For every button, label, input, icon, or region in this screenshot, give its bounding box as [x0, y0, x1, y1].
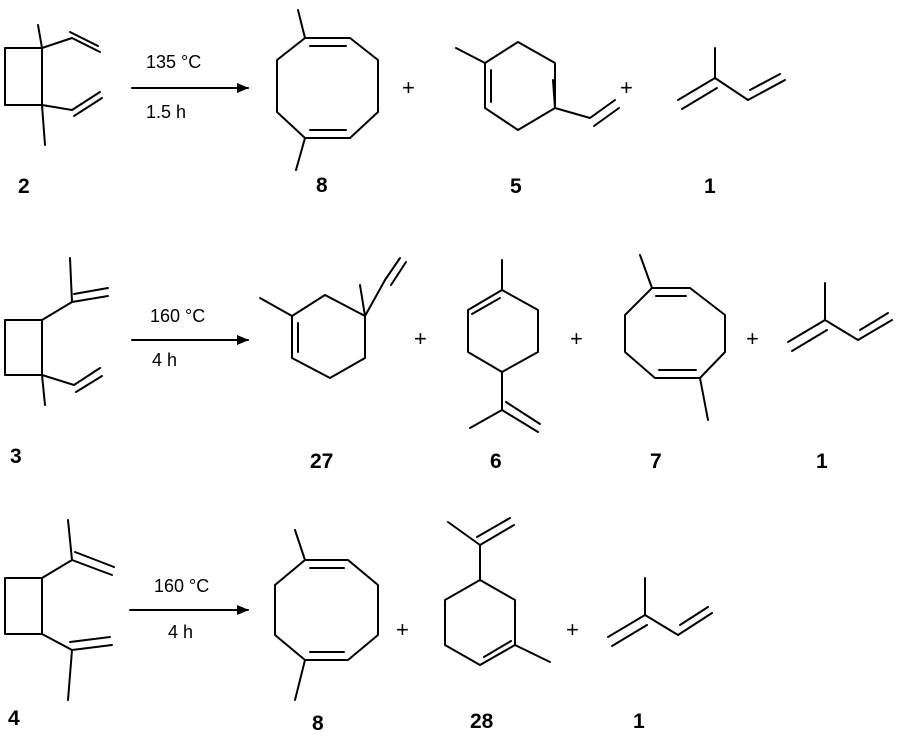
label-compound-1-row2: 1: [816, 450, 828, 473]
label-compound-27: 27: [310, 450, 333, 473]
label-compound-4: 4: [8, 707, 20, 730]
label-compound-28: 28: [470, 710, 494, 733]
plus-sign-2a: +: [414, 326, 427, 351]
plus-sign-3b: +: [566, 617, 579, 642]
structure-1-row3: [607, 577, 713, 647]
structure-2: [4, 24, 103, 146]
structure-1-row2: [787, 282, 893, 352]
plus-sign-3a: +: [396, 617, 409, 642]
condition-temperature-1: 135 °C: [146, 52, 201, 72]
condition-temperature-2: 160 °C: [150, 306, 205, 326]
condition-time-2: 4 h: [152, 350, 177, 370]
structure-8-row3: [274, 529, 379, 701]
label-compound-1-row3: 1: [633, 710, 645, 733]
structure-7: [624, 254, 726, 421]
structure-5: [455, 41, 620, 131]
structure-6: [467, 259, 541, 433]
structure-1-row1: [677, 47, 786, 110]
plus-sign-1a: +: [402, 75, 415, 100]
label-compound-3: 3: [10, 445, 22, 468]
plus-sign-1b: +: [620, 75, 633, 100]
condition-time-1: 1.5 h: [146, 102, 186, 122]
plus-sign-2b: +: [570, 326, 583, 351]
structure-27: [259, 257, 407, 379]
label-compound-2: 2: [18, 175, 30, 198]
plus-sign-2c: +: [746, 326, 759, 351]
structure-4: [4, 519, 115, 701]
label-compound-1-row1: 1: [704, 175, 716, 198]
label-compound-8-row1: 8: [316, 174, 328, 197]
structure-28: [444, 517, 551, 666]
structure-8-row1: [276, 9, 379, 171]
label-compound-6: 6: [490, 450, 502, 473]
label-compound-8-row3: 8: [312, 712, 324, 735]
condition-time-3: 4 h: [168, 622, 193, 642]
label-compound-7: 7: [650, 450, 662, 473]
label-compound-5: 5: [510, 175, 522, 198]
structure-3: [4, 257, 109, 406]
condition-temperature-3: 160 °C: [154, 576, 209, 596]
